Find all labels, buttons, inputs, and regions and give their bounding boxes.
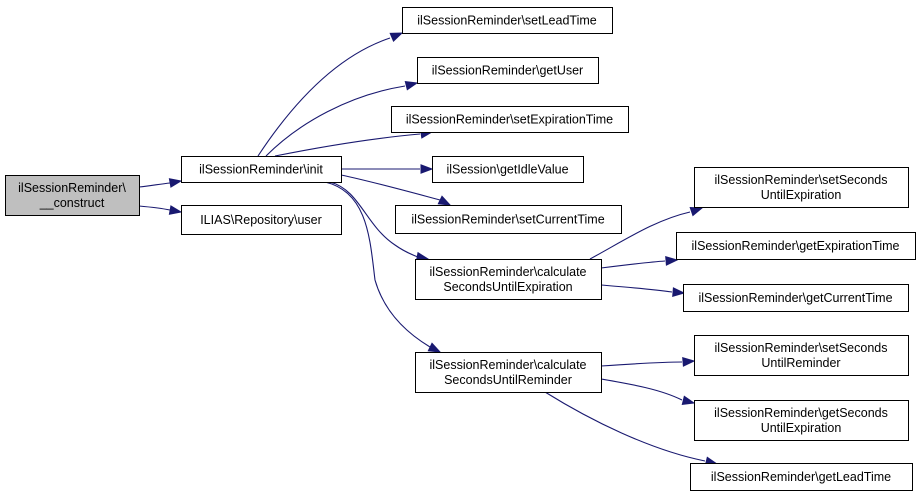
node-setSecUntilRem[interactable]: ilSessionReminder\setSecondsUntilReminde… <box>694 335 909 376</box>
arrowhead-icon <box>168 205 183 215</box>
node-box <box>391 106 629 133</box>
node-label: __construct <box>39 196 105 210</box>
node-label: ilSessionReminder\calculate <box>429 358 586 372</box>
arrowhead-icon <box>689 206 704 217</box>
node-label: ilSessionReminder\getUser <box>432 64 583 78</box>
node-setExpirationTime[interactable]: ilSessionReminder\setExpirationTime <box>391 106 629 133</box>
node-box <box>694 335 909 376</box>
arrowhead-icon <box>437 195 452 206</box>
node-label: ilSessionReminder\setSeconds <box>714 341 887 355</box>
edge-calcSecUntilRem-to-setSecUntilRem <box>600 357 696 367</box>
node-setSecUntilExp[interactable]: ilSessionReminder\setSecondsUntilExpirat… <box>694 167 909 208</box>
edge-line <box>265 85 406 157</box>
edge-line <box>138 205 171 211</box>
edge-init-to-getUser <box>265 81 419 157</box>
node-label: ilSessionReminder\calculate <box>429 265 586 279</box>
edge-line <box>600 284 673 293</box>
edge-line <box>340 174 441 201</box>
edge-line <box>544 391 706 462</box>
node-label: ilSessionReminder\init <box>199 163 323 177</box>
edge-calcSecUntilRem-to-getSecUntilExp <box>600 378 696 405</box>
arrowhead-icon <box>681 395 696 405</box>
edge-line <box>589 211 691 260</box>
node-box <box>181 205 342 235</box>
node-box <box>395 205 622 234</box>
edge-line <box>274 133 421 157</box>
node-box <box>690 463 913 491</box>
edge-calcSecUntilExp-to-getCurrentTime <box>600 284 686 297</box>
node-box <box>415 352 602 393</box>
edge-line <box>600 361 683 367</box>
node-box <box>676 232 916 260</box>
node-box <box>181 156 342 183</box>
node-box <box>432 156 584 183</box>
node-getIdleValue[interactable]: ilSession\getIdleValue <box>432 156 584 183</box>
edge-init-to-calcSecUntilRem <box>324 181 442 353</box>
node-label: ilSessionReminder\getLeadTime <box>711 470 891 484</box>
arrowhead-icon <box>389 32 404 42</box>
node-repo_user[interactable]: ILIAS\Repository\user <box>181 205 342 235</box>
node-getUser[interactable]: ilSessionReminder\getUser <box>417 57 599 84</box>
node-label: ilSessionReminder\setExpirationTime <box>406 113 613 127</box>
node-label: UntilReminder <box>761 356 840 370</box>
arrowhead-icon <box>427 342 442 353</box>
arrowhead-icon <box>168 178 183 188</box>
node-getExpirationTime[interactable]: ilSessionReminder\getExpirationTime <box>676 232 916 260</box>
node-label: SecondsUntilExpiration <box>443 280 572 294</box>
node-calcSecUntilExp[interactable]: ilSessionReminder\calculateSecondsUntilE… <box>415 259 602 300</box>
arrowhead-icon <box>665 256 679 266</box>
node-box <box>402 7 613 34</box>
edge-init-to-setCurrentTime <box>340 174 452 206</box>
edge-init-to-getIdleValue <box>341 164 434 174</box>
arrowhead-icon <box>420 164 434 174</box>
edges-layer <box>138 32 719 466</box>
node-label: UntilExpiration <box>761 421 842 435</box>
node-box <box>417 57 599 84</box>
edge-line <box>600 260 666 269</box>
edge-construct-to-init <box>138 178 183 188</box>
node-construct[interactable]: ilSessionReminder\__construct <box>5 175 140 216</box>
node-label: UntilExpiration <box>761 188 842 202</box>
node-label: ilSessionReminder\ <box>18 181 126 195</box>
edge-init-to-setExpirationTime <box>274 129 434 157</box>
node-getCurrentTime[interactable]: ilSessionReminder\getCurrentTime <box>683 284 909 312</box>
arrowhead-icon <box>404 81 419 91</box>
node-box <box>683 284 909 312</box>
node-label: ILIAS\Repository\user <box>200 213 322 227</box>
nodes-layer: ilSessionReminder\__constructilSessionRe… <box>5 7 916 491</box>
node-box <box>5 175 140 216</box>
edge-calcSecUntilExp-to-getExpirationTime <box>600 256 679 269</box>
node-label: ilSessionReminder\setLeadTime <box>417 14 597 28</box>
node-getSecUntilExp[interactable]: ilSessionReminder\getSecondsUntilExpirat… <box>694 400 909 441</box>
node-setCurrentTime[interactable]: ilSessionReminder\setCurrentTime <box>395 205 622 234</box>
node-label: SecondsUntilReminder <box>444 373 572 387</box>
edge-construct-to-repo_user <box>138 205 183 215</box>
node-setLeadTime[interactable]: ilSessionReminder\setLeadTime <box>402 7 613 34</box>
edge-line <box>329 181 419 258</box>
edge-line <box>600 378 683 401</box>
arrowhead-icon <box>682 357 696 367</box>
node-getLeadTime[interactable]: ilSessionReminder\getLeadTime <box>690 463 913 491</box>
node-box <box>415 259 602 300</box>
arrowhead-icon <box>672 287 686 297</box>
node-label: ilSessionReminder\getCurrentTime <box>698 291 892 305</box>
node-label: ilSession\getIdleValue <box>446 163 568 177</box>
node-label: ilSessionReminder\getExpirationTime <box>692 239 900 253</box>
node-calcSecUntilRem[interactable]: ilSessionReminder\calculateSecondsUntilR… <box>415 352 602 393</box>
edge-init-to-setLeadTime <box>257 32 404 157</box>
node-box <box>694 167 909 208</box>
node-label: ilSessionReminder\setSeconds <box>714 173 887 187</box>
edge-line <box>257 37 391 157</box>
node-box <box>694 400 909 441</box>
node-init[interactable]: ilSessionReminder\init <box>181 156 342 183</box>
node-label: ilSessionReminder\setCurrentTime <box>411 213 604 227</box>
node-label: ilSessionReminder\getSeconds <box>714 406 888 420</box>
edge-line <box>324 181 431 348</box>
edge-line <box>138 182 171 188</box>
